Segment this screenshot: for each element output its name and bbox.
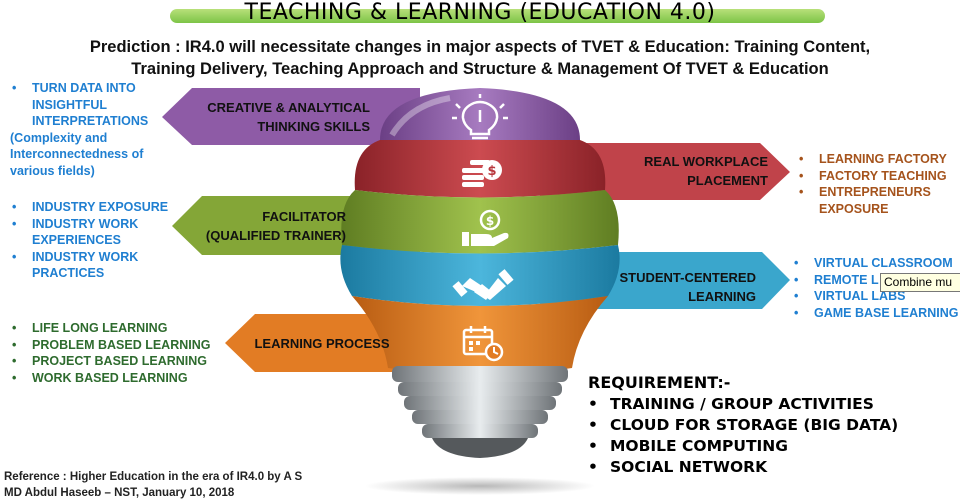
list-item: INDUSTRY WORK EXPERIENCES: [10, 216, 142, 249]
tooltip: Combine mu: [880, 273, 960, 292]
workplace-banner: REAL WORKPLACE PLACEMENT: [600, 152, 768, 190]
list-item: FACTORY TEACHING: [797, 168, 957, 185]
prediction-line-1: Prediction : IR4.0 will necessitate chan…: [89, 38, 871, 56]
student-banner-line-2: LEARNING: [688, 289, 756, 304]
list-item: REMOTE L: [792, 272, 960, 289]
requirement-heading: REQUIREMENT:-: [588, 373, 731, 392]
learning-process-list: LIFE LONG LEARNING PROBLEM BASED LEARNIN…: [10, 320, 225, 386]
workplace-banner-line-1: REAL WORKPLACE: [644, 154, 768, 169]
list-item: MOBILE COMPUTING: [588, 436, 898, 457]
list-item: VIRTUAL LABS: [792, 288, 960, 305]
lightbulb-icon: [452, 94, 508, 140]
reference-line-1: Reference : Higher Education in the era …: [4, 471, 303, 483]
list-item: LEARNING FACTORY: [797, 151, 957, 168]
hand-money-icon: $: [462, 209, 509, 246]
list-item: ENTREPRENEURS EXPOSURE: [797, 184, 931, 217]
learning-banner-shape: [225, 314, 420, 372]
learning-banner-line-1: LEARNING PROCESS: [254, 336, 390, 351]
page-title: TEACHING & LEARNING (EDUCATION 4.0): [244, 0, 716, 25]
creative-banner-line-2: THINKING SKILLS: [257, 119, 370, 134]
creative-note-line-2: Interconnectedness of: [10, 147, 144, 161]
facilitator-banner: FACILITATOR (QUALIFIED TRAINER): [180, 207, 346, 245]
handshake-icon: [452, 269, 514, 300]
student-list: VIRTUAL CLASSROOM REMOTE L VIRTUAL LABS …: [792, 255, 960, 321]
creative-list: TURN DATA INTO INSIGHTFUL INTERPRETATION…: [10, 80, 170, 179]
creative-banner-shape: [162, 88, 420, 145]
creative-note-line-3: various fields): [10, 163, 95, 178]
prediction-line-2: Training Delivery, Teaching Approach and…: [131, 60, 829, 78]
list-item: TURN DATA INTO INSIGHTFUL INTERPRETATION…: [10, 80, 170, 130]
workplace-banner-line-2: PLACEMENT: [687, 173, 768, 188]
title-highlight-bar: [170, 9, 825, 23]
bulb-base: [365, 366, 595, 495]
requirement-section: REQUIREMENT:- TRAINING / GROUP ACTIVITIE…: [588, 373, 898, 478]
student-banner-line-1: STUDENT-CENTERED: [619, 270, 756, 285]
list-item: SOCIAL NETWORK: [588, 457, 898, 478]
facilitator-list: INDUSTRY EXPOSURE INDUSTRY WORK EXPERIEN…: [10, 199, 185, 282]
reference-text: Reference : Higher Education in the era …: [4, 469, 302, 501]
list-item: PROBLEM BASED LEARNING: [10, 337, 225, 354]
coin-stack-icon: $: [462, 160, 502, 187]
bulb-bands: [340, 88, 620, 375]
creative-banner: CREATIVE & ANALYTICAL THINKING SKILLS: [200, 98, 370, 136]
calendar-clock-icon: [462, 326, 504, 362]
list-item: WORK BASED LEARNING: [10, 370, 225, 387]
list-item: INDUSTRY WORK PRACTICES: [10, 249, 162, 282]
list-item: CLOUD FOR STORAGE (BIG DATA): [588, 415, 898, 436]
facilitator-banner-line-2: (QUALIFIED TRAINER): [205, 228, 346, 243]
list-item: PROJECT BASED LEARNING: [10, 353, 225, 370]
creative-note-line-1: (Complexity and: [10, 130, 108, 145]
list-item: INDUSTRY EXPOSURE: [10, 199, 185, 216]
reference-line-2: MD Abdul Haseeb – NST, January 10, 2018: [4, 487, 235, 499]
student-banner: STUDENT-CENTERED LEARNING: [600, 268, 756, 306]
list-item: GAME BASE LEARNING: [792, 305, 960, 322]
prediction-text: Prediction : IR4.0 will necessitate chan…: [0, 36, 960, 80]
facilitator-banner-line-1: FACILITATOR: [262, 209, 346, 224]
workplace-list: LEARNING FACTORY FACTORY TEACHING ENTREP…: [797, 151, 957, 217]
svg-text:$: $: [487, 164, 496, 179]
list-item: VIRTUAL CLASSROOM: [792, 255, 960, 272]
list-item: LIFE LONG LEARNING: [10, 320, 225, 337]
list-item: TRAINING / GROUP ACTIVITIES: [588, 394, 898, 415]
svg-text:$: $: [486, 214, 494, 228]
creative-banner-line-1: CREATIVE & ANALYTICAL: [207, 100, 370, 115]
learning-banner: LEARNING PROCESS: [252, 334, 392, 353]
